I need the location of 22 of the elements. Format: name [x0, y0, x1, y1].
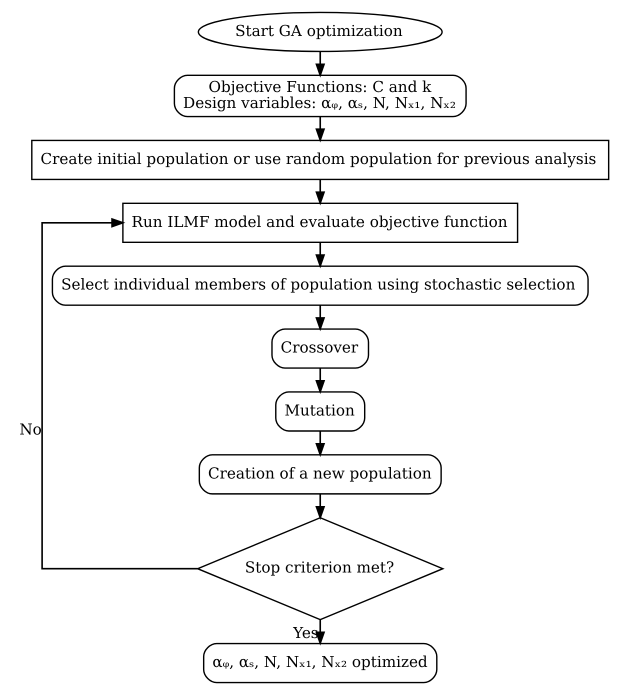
arrow: [41, 218, 198, 570]
arrow: [315, 368, 326, 394]
arrow: [315, 116, 326, 142]
arrow: [315, 620, 326, 646]
arrow: [315, 431, 326, 458]
node-box: Objective Functions: C and k Design variables: αᵩ, αₛ, N, Nₓ₁, Nₓ₂: [174, 74, 467, 118]
edge-label: Yes: [293, 624, 319, 642]
arrow: [315, 179, 326, 206]
arrow: [315, 494, 326, 520]
arrow: [315, 52, 326, 78]
node-box: Select individual members of population using stochastic selection: [52, 265, 589, 306]
node-ellipse: Start GA optimization: [198, 12, 443, 52]
node-diamond: Stop criterion met?: [196, 516, 445, 620]
arrow: [315, 305, 326, 332]
node-box: Run ILMF model and evaluate objective function: [122, 202, 518, 244]
edge-label: No: [19, 420, 42, 438]
arrow: [315, 242, 326, 268]
node-box: Creation of a new population: [198, 454, 442, 495]
node-box: Create initial population or use random population for previous analysis: [31, 140, 610, 180]
node-box: αᵩ, αₛ, N, Nₓ₁, Nₓ₂ optimized: [202, 642, 438, 684]
node-box: Mutation: [275, 391, 366, 432]
node-box: Crossover: [271, 328, 370, 369]
